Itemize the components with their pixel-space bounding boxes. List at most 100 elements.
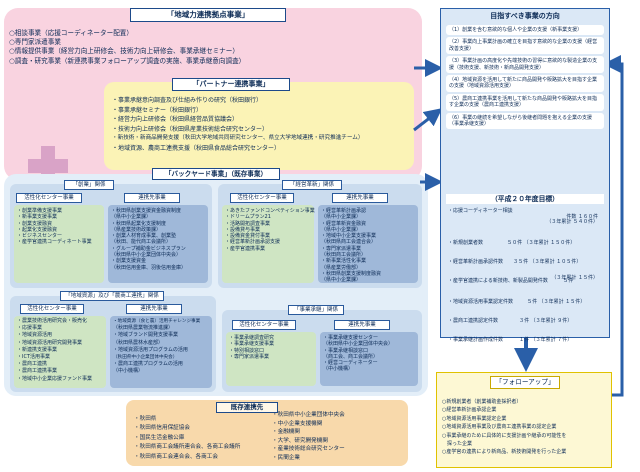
plus-icon-bar — [28, 159, 68, 173]
chiiki-right-item: ・地域ブランド開発支援事業 — [113, 332, 179, 339]
partner-items: ・事業承継意向調査及び仕組み作りの研究（秋田銀行） ・事業承継セミナー（秋田銀行… — [112, 96, 410, 154]
chiiki-left-item: ・農業技術活用研究会・販売化 — [17, 318, 88, 324]
existing-right-item: ・大学、研究開発機関 — [272, 437, 328, 444]
keiei-right-box: ・経営革新計画承認 （県中小企業課） ・経営革新資金融資 （県中小企業課） ・地… — [318, 205, 418, 283]
target-label: ・農商工連携認定件数 — [448, 317, 499, 324]
keiei-right-item: ・経営革新資金融資 — [321, 220, 367, 227]
target-row: ・応援コーディネーター相談 件数 １６０件 — [448, 208, 606, 225]
existing-right-item: ・中小企業支援機関 — [272, 420, 323, 427]
direction-item: （4）地域資源を活用して新たに商品開発や販路拡大を目指す企業の支援（地域資源活用… — [446, 75, 604, 92]
target-value: ５０件 （３年累計 １５０件） — [507, 240, 576, 247]
target-sub: （３年累計 ５４０件） — [546, 219, 598, 225]
direction-item: （2）事業向上事業計画の確立を目指す意欲的な企業の支援（経営改善支援） — [446, 37, 604, 55]
sogyo-right-item: ・創業支援資金 — [111, 258, 147, 265]
direction-list: （1）創業を含む意欲的な個人や企業の支援（新事業支援） （2）事業向上事業計画の… — [446, 25, 604, 131]
existing-right-item: ・民間企業 — [272, 454, 300, 461]
keiei-right-header: 連携先事業 — [332, 193, 388, 203]
existing-left: ・秋田県 ・秋田県信用保証協会 ・国民生活金融公庫 ・秋田県商工会議所連合会、各… — [134, 415, 268, 462]
target-label: ・応援コーディネーター相談 — [448, 208, 513, 214]
jigyo-right-item: ・経営コーディネーター — [323, 360, 378, 367]
jigyo-left-item: ・専門家派遣事業 — [229, 353, 270, 360]
partner-item: ・事業承継意向調査及び仕組み作りの研究（秋田銀行） — [112, 97, 263, 104]
sogyo-right-item: ・秋田県起業化支援制度 — [111, 220, 167, 227]
jigyo-right-item: （秋田県中小企業団体中央会） — [323, 341, 394, 348]
keiei-title: 「経営革新」関係 — [282, 180, 342, 190]
chiiki-right-item: （中小機構） — [113, 368, 144, 375]
target-row: ・事業承継計画作成件数 １件 （３年累計 ７件） — [448, 326, 606, 343]
sogyo-right-item: ・グループ補助金ビジネスプラン — [111, 245, 186, 252]
chiiki-right-item: （秋田県農林水産部） — [113, 339, 164, 346]
target-label: ・経営革新計画承認件数 — [448, 259, 504, 266]
target-value: ５件 — [563, 278, 574, 285]
sogyo-title: 「創業」関係 — [64, 180, 114, 190]
target-row: ・産学官連携による新技術、新製品開発件数 ５件 — [448, 267, 606, 284]
jigyo-title: 「事業承継」関係 — [288, 305, 344, 315]
keiei-left-item: ・あきたファンドコンペティション事業 — [225, 208, 315, 214]
target-value: ３件 （３年累計 ９件） — [519, 317, 573, 324]
keiei-right-item: ・専門家派遣事業 — [321, 245, 362, 252]
keiei-right-item: （県中小企業課） — [321, 226, 362, 233]
target-label: ・地域資源活用事業認定件数 — [448, 298, 514, 305]
targets-list: ・応援コーディネーター相談 件数 １６０件 （３年累計 ５４０件） ・新規創業者… — [448, 208, 606, 343]
keiei-right-item: ・経営革新計画承認 — [321, 208, 367, 214]
sogyo-right-header: 連携先事業 — [124, 193, 180, 203]
chiiki-left-item: ・農商工連携 — [17, 361, 48, 368]
chiiki-left-item: ・地域資源活用研究開発事業 — [17, 339, 83, 346]
sogyo-right-item: （県中小企業課） — [111, 214, 152, 221]
keiei-right-item: （県中小企業課） — [321, 277, 362, 284]
target-value: 件数 １６０件 — [566, 214, 598, 221]
keiei-right-item: ・秋田県創業支援制度融資 — [321, 270, 382, 277]
chiiki-left-header: 活性化センター事業 — [20, 304, 84, 314]
arrow-partner — [413, 108, 443, 132]
chiiki-right-item: ・地域資源（食と農）活用チャレンジ事業 — [113, 319, 201, 324]
existing-right-item: ・金融機関 — [272, 429, 300, 436]
sogyo-left-item: ・ビジネスセンター — [17, 233, 63, 240]
followup-title: 「フォローアップ」 — [490, 376, 560, 389]
followup-list: ○新規創業者（創業補助金採択者） ○経営革新計画承認企業 ○地域資源活用事業認定… — [442, 398, 608, 457]
direction-item: （3）事業計画の高度化や先端技術の習得に意欲的な製造企業の支援（技術支援、新技術… — [446, 56, 604, 74]
partner-panel — [104, 82, 414, 170]
followup-item: ○地域資源活用事業認定企業 — [442, 415, 507, 422]
existing-title: 既存連携先 — [216, 402, 278, 413]
regional-item: ○相談事業（応援コーディネーター配置） — [9, 29, 133, 37]
target-value: １件 （３年累計 ７件） — [519, 336, 573, 343]
keiei-right-item: （秋田商工会議所） — [321, 252, 367, 259]
followup-item: 探った企業 — [442, 441, 473, 448]
chiiki-right-item: ・農商工連携プログラムの活用 — [113, 361, 183, 368]
keiei-right-item: （県中小企業課） — [321, 214, 362, 221]
jigyo-right-item: ・事業承継相談窓口 — [323, 347, 369, 354]
chiiki-left-item: ・農商工連携事業 — [17, 368, 58, 375]
regional-item: ○調査・研究事業（新連携事業フォローアップ調査の実施、事業承継意向調査） — [9, 56, 246, 65]
sogyo-right-box: ・秋田県創業支援資金融資制度 （県中小企業課） ・秋田県起業化支援制度 （県産業… — [108, 205, 208, 283]
jigyo-right-item: （中小機構） — [323, 366, 354, 373]
keiei-left-item: ・設備貸与事業 — [225, 226, 261, 233]
existing-left-item: ・秋田県 — [134, 416, 157, 422]
partner-item: ・技術力向上研修会（秋田県産業技術総合研究センター） — [112, 125, 269, 133]
sogyo-left-box: ・創業準備支援事業 ・新事業支援事業 ・創業支援融資 ・起業化支援融資 ・ビジネ… — [14, 205, 104, 283]
sogyo-left-item: ・創業準備支援事業 — [17, 208, 63, 214]
sogyo-left-item: ・産学官連携コーディネート事業 — [17, 239, 92, 246]
target-sub: （３年累計 １５件） — [551, 275, 598, 282]
jigyo-left-item: ・事業承継調査研究 — [229, 335, 275, 341]
target-row: ・地域資源活用事業認定件数 ５件 （３年累計 １５件） — [448, 288, 606, 307]
existing-right-item: ・産業技術総合研究センター — [272, 446, 345, 453]
partner-item: ・経営力向上研修会（秋田県経営品質協議会） — [112, 116, 239, 124]
regional-items: ○相談事業（応援コーディネーター配置） ○専門家派遣事業 ○情報提供事業（経営力… — [9, 29, 414, 66]
target-row: ・新規創業者数 ５０件 （３年累計 １５０件） — [448, 229, 606, 248]
jigyo-right-box: ・事業承継支援センター （秋田県中小企業団体中央会） ・事業承継相談窓口 （商工… — [320, 332, 418, 386]
partner-item: ・新技術・新商品開発支援（秋田大学地域共同研究センター、県立大学地域連携・研究推… — [112, 135, 364, 142]
sogyo-right-item: （秋田、能代商工会議所） — [111, 239, 172, 246]
jigyo-left-item: ・特別相談窓口 — [229, 347, 265, 354]
followup-item: ○地域資源活用事業及び農商工連携事業の認定企業 — [442, 424, 557, 431]
chiiki-left-item: ・地域中小企業応援ファンド事業 — [17, 375, 93, 382]
chiiki-right-header: 連携先事業 — [126, 304, 182, 314]
keiei-right-item: （県産業労働部） — [321, 264, 362, 271]
keiei-left-item: ・設備資金貸付事業 — [225, 233, 271, 240]
direction-item: （1）創業を含む意欲的な個人や企業の支援（新事業支援） — [446, 25, 604, 36]
direction-item: （6）事業の継続を希望しながら後継者問題を抱える企業の支援（事業承継支援） — [446, 112, 604, 130]
sogyo-right-item: ・創業人材育成事業、創業塾 — [111, 233, 177, 240]
followup-item: ○新規創業者（創業補助金採択者） — [442, 399, 522, 405]
target-row: ・農商工連携認定件数 ３件 （３年累計 ９件） — [448, 307, 606, 326]
direction-item: （5）農商工連携事業を活用して新たな商品開発や販路拡大を目指す企業の支援（農商工… — [446, 93, 604, 111]
target-value: ３５件 （３年累計 １０５件） — [513, 259, 582, 266]
